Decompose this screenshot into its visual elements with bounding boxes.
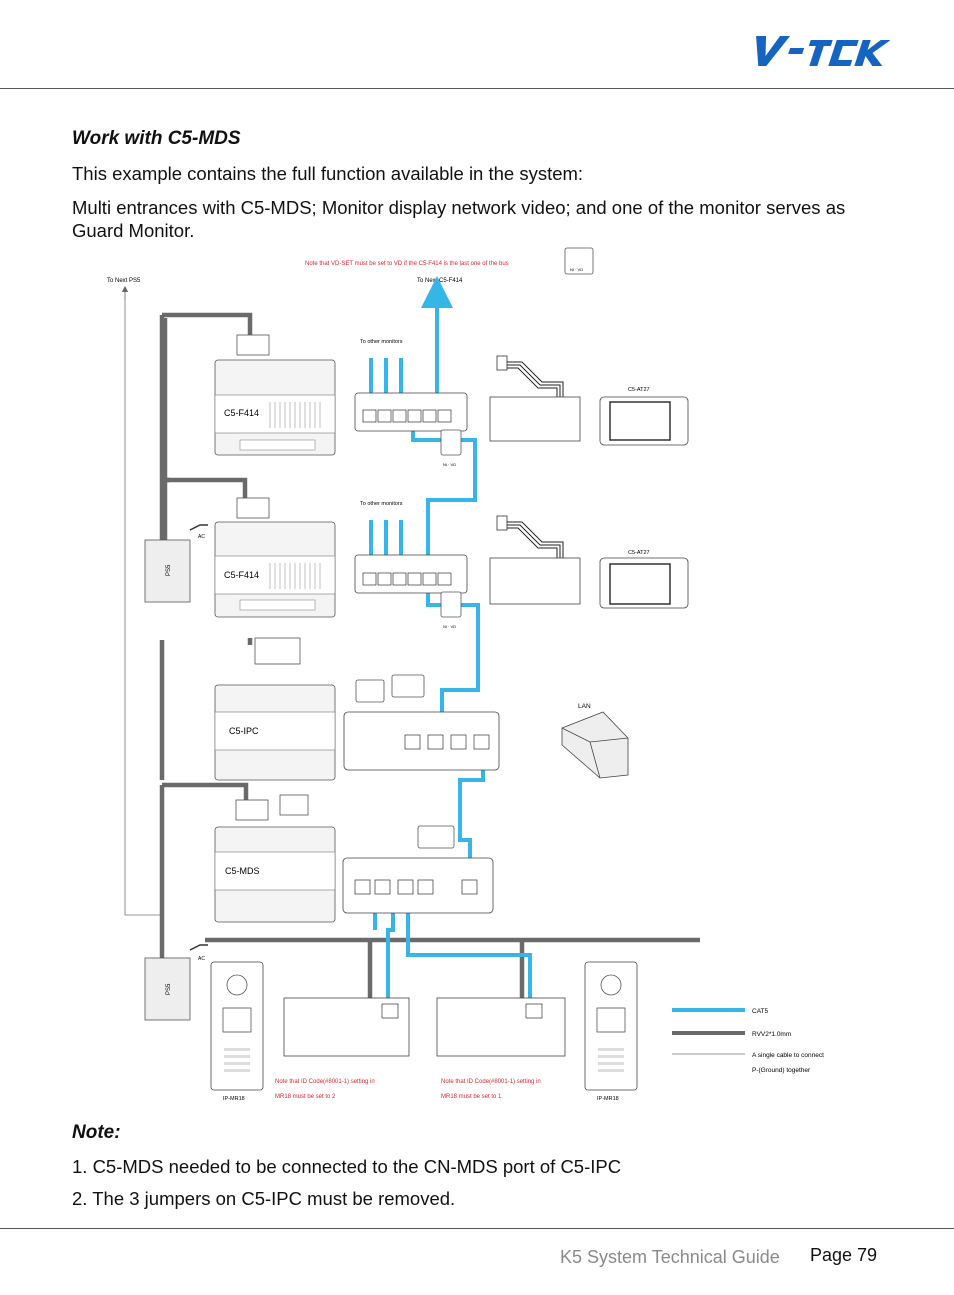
c5-at27-upper: C5-AT27 [489, 387, 689, 446]
lan-switch: LAN [561, 703, 629, 779]
svg-text:C5-AT27: C5-AT27 [628, 387, 650, 393]
f414-upper-ports: NI · VD [354, 392, 468, 467]
c5-f414-lower: C5-F414 [214, 497, 336, 618]
rvv-bus [159, 312, 700, 1000]
svg-text:C5-MDS: C5-MDS [225, 866, 260, 876]
f414-lower-ports: NI · VD [354, 554, 468, 629]
svg-text:PS5: PS5 [166, 564, 172, 576]
c5-ipc: C5-IPC [214, 637, 500, 781]
note-item-2: 2. The 3 jumpers on C5-IPC must be remov… [72, 1188, 456, 1209]
to-other-monitors-1: To other monitors [360, 339, 403, 345]
svg-text:C5-IPC: C5-IPC [229, 726, 259, 736]
intro-line-2: Multi entrances with C5-MDS; Monitor dis… [72, 197, 846, 241]
svg-text:C5-F414: C5-F414 [224, 408, 259, 418]
svg-text:NI · VD: NI · VD [570, 267, 583, 272]
svg-text:NI · VD: NI · VD [443, 624, 456, 629]
svg-text:AC: AC [198, 956, 205, 962]
mr18-note-right-1: Note that ID Code(#8001-1) setting in [441, 1079, 541, 1085]
c5-mds: C5-MDS [214, 794, 494, 923]
ps5-upper: PS5 AC [144, 524, 208, 603]
to-next-ps5-label: To Next PS5 [107, 278, 141, 284]
ip-mr18-right: IP-MR18 [436, 961, 638, 1102]
svg-text:IP-MR18: IP-MR18 [597, 1096, 619, 1102]
ps5-lower: PS5 AC [144, 944, 208, 1021]
c5-at27-lower: C5-AT27 [489, 550, 689, 609]
page-number: Page 79 [810, 1245, 878, 1265]
intro-line-1: This example contains the full function … [72, 163, 584, 184]
svg-text:NI · VD: NI · VD [443, 462, 456, 467]
to-next-f414-label: To Next C5-F414 [417, 278, 463, 284]
mr18-note-left-1: Note that ID Code(#8001-1) setting in [275, 1079, 375, 1085]
vd-set-note: Note that VD-SET must be set to VD if th… [305, 261, 509, 267]
svg-text:PS5: PS5 [166, 983, 172, 995]
mr18-note-left-2: MR18 must be set to 2 [275, 1094, 336, 1100]
legend-single-1: A single cable to connect [752, 1052, 824, 1059]
vd-jumper-box [564, 247, 594, 275]
mr18-note-right-2: MR18 must be set to 1 [441, 1094, 502, 1100]
footer-guide-title: K5 System Technical Guide [560, 1247, 780, 1267]
legend: CAT5 RVV2*1.0mm A single cable to connec… [672, 1008, 824, 1074]
svg-text:C5-AT27: C5-AT27 [628, 550, 650, 556]
svg-text:LAN: LAN [578, 703, 591, 710]
section-title: Work with C5-MDS [72, 128, 241, 149]
to-other-monitors-2: To other monitors [360, 501, 403, 507]
legend-rvv: RVV2*1.0mm [752, 1031, 791, 1038]
header-rule [0, 88, 954, 89]
note-title: Note: [72, 1122, 121, 1143]
wiring-diagram: Note that VD-SET must be set to VD if th… [107, 247, 824, 1102]
svg-text:IP-MR18: IP-MR18 [223, 1096, 245, 1102]
svg-text:C5-F414: C5-F414 [224, 570, 259, 580]
legend-single-2: P-(Ground) together [752, 1067, 811, 1074]
c5-f414-upper: C5-F414 [214, 334, 336, 456]
vtek-logo [740, 30, 891, 72]
ac-label: AC [198, 534, 205, 540]
note-item-1: 1. C5-MDS needed to be connected to the … [72, 1156, 622, 1177]
legend-cat5: CAT5 [752, 1008, 769, 1015]
footer-rule [0, 1228, 954, 1229]
ground-cable [124, 290, 160, 916]
